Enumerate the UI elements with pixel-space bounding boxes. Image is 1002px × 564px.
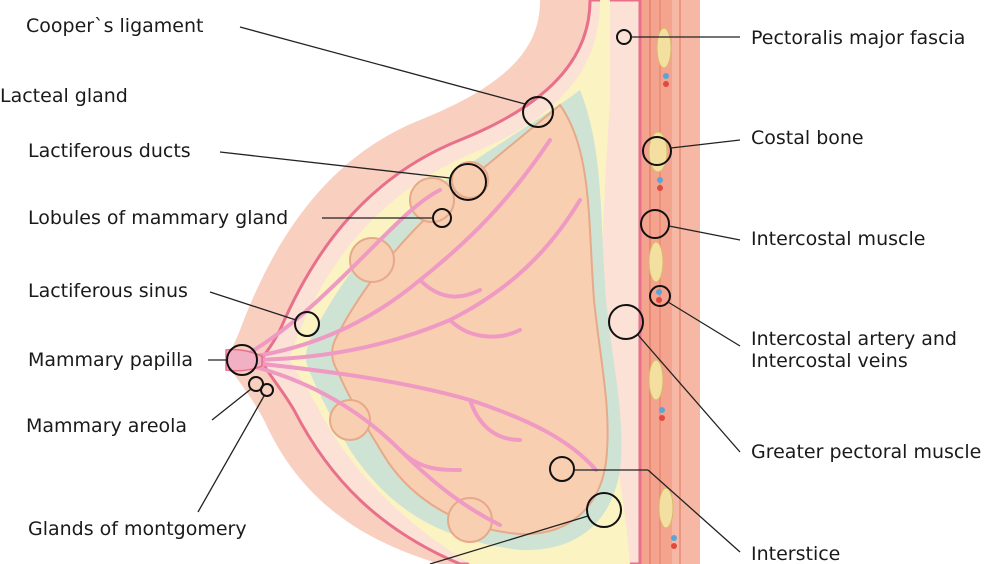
label-lacteal-gland: Lacteal gland (0, 85, 128, 107)
label-intercostal-artery-line2: Intercostal veins (751, 350, 908, 372)
costal-bone-shape (658, 487, 674, 529)
leader-montgomery (197, 395, 265, 513)
label-mammary-areola: Mammary areola (26, 415, 188, 437)
marker-glands-montgomery (260, 383, 274, 397)
marker-mammary-areola (248, 376, 264, 392)
costal-bone-shape (656, 27, 672, 69)
leader-ducts (219, 151, 451, 179)
costal-bone-shape (648, 359, 664, 401)
leader-lines (197, 26, 741, 564)
leader-pectoral (637, 334, 741, 453)
label-lactiferous-sinus: Lactiferous sinus (28, 280, 188, 302)
leader-lacteal (429, 515, 589, 564)
artery-dot (671, 543, 677, 549)
marker-greater-pectoral (608, 304, 644, 340)
label-costal-bone: Costal bone (751, 127, 864, 149)
lobule-blob (451, 161, 489, 199)
lobule-blob (409, 177, 455, 223)
leader-artery (667, 301, 741, 347)
label-greater-pectoral: Greater pectoral muscle (751, 441, 982, 463)
nipple-tissue (225, 348, 263, 372)
leader-areola (211, 388, 252, 421)
artery-dot (657, 185, 663, 191)
artery-dot (663, 81, 669, 87)
leader-costal (670, 139, 741, 149)
vein-dot (656, 289, 662, 295)
marker-intercostal-muscle (640, 209, 670, 239)
marker-coopers-ligament (522, 96, 554, 128)
vein-dot (663, 73, 669, 79)
vein-dot (671, 535, 677, 541)
leader-intercostal-muscle (668, 225, 741, 241)
vein-dot (659, 407, 665, 413)
label-lactiferous-ducts: Lactiferous ducts (28, 140, 191, 162)
label-glands-montgomery: Glands of montgomery (28, 518, 247, 540)
marker-lactiferous-ducts (449, 163, 487, 201)
costal-bone-shape (648, 241, 664, 283)
label-pectoralis-fascia: Pectoralis major fascia (751, 27, 966, 49)
marker-lactiferous-sinus (294, 311, 320, 337)
label-intercostal-muscle: Intercostal muscle (751, 228, 926, 250)
lobule-blob (349, 237, 395, 283)
chest-wall-deep (672, 0, 700, 564)
artery-dot (656, 297, 662, 303)
leader-coopers (239, 26, 526, 105)
label-mammary-papilla: Mammary papilla (28, 349, 194, 371)
marker-lacteal-gland (586, 492, 622, 528)
label-coopers-ligament: Cooper`s ligament (26, 15, 204, 37)
marker-interstice (549, 456, 575, 482)
label-interstice: Interstice (751, 543, 841, 564)
costal-bone-shape (648, 131, 668, 173)
vein-dot (657, 177, 663, 183)
lobule-blob (329, 399, 371, 441)
marker-costal-bone (642, 136, 672, 166)
marker-intercostal-artery (649, 285, 671, 307)
label-intercostal-artery-line1: Intercostal artery and (751, 328, 957, 350)
leader-interstice-2 (647, 469, 741, 553)
artery-dot (659, 415, 665, 421)
label-lobules: Lobules of mammary gland (28, 207, 289, 229)
duct-system (242, 138, 598, 527)
leader-sinus (209, 291, 297, 321)
lobule-blob (447, 497, 493, 543)
